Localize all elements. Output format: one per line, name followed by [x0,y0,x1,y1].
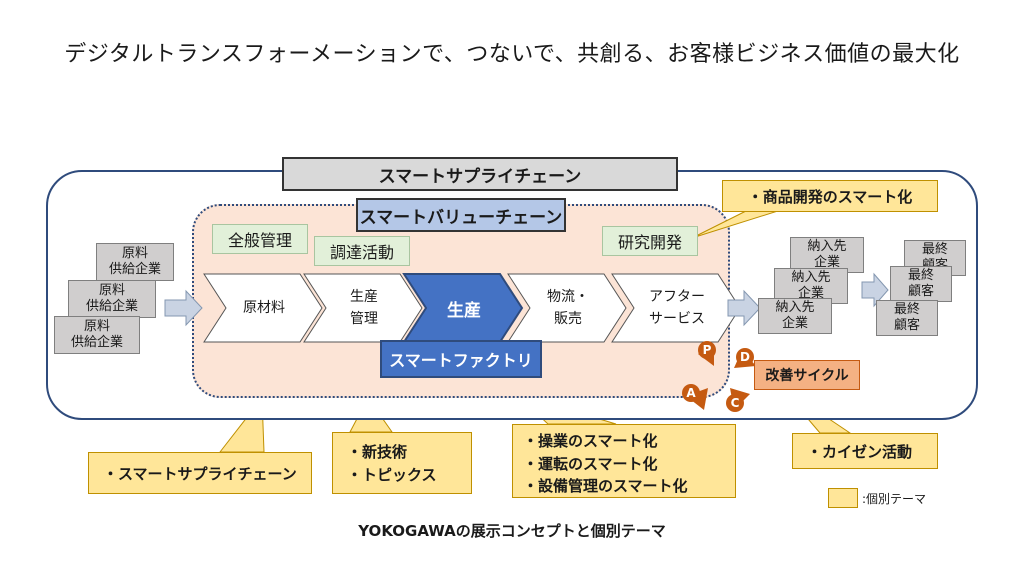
supplier-to-process-arrow [164,289,203,327]
process-step-chevron [507,273,627,343]
pdca-letter-p: P [698,341,716,359]
supply-chain-theme-note: ・スマートサプライチェーン [88,452,312,494]
kaizen-theme-note: ・カイゼン活動 [792,433,938,469]
delivery-company-box: 納入先企業 [790,237,864,273]
step-production: 生産 [447,300,481,321]
delivery-company-box: 納入先企業 [758,298,832,334]
smart-factory-theme-note: ・操業のスマート化 ・運転のスマート化 ・設備管理のスマート化 [512,424,736,498]
step-raw-material: 原材料 [243,299,285,316]
end-customer-box: 最終顧客 [876,300,938,336]
page-title: デジタルトランスフォーメーションで、つないで、共創る、お客様ビジネス価値の最大化 [64,42,960,67]
step-after-service: アフターサービス [649,288,705,327]
caption: YOKOGAWAの展示コンセプトと個別テーマ [358,522,666,540]
smart-value-chain-banner: スマートバリューチェーン [356,198,566,232]
step-production-management: 生産管理 [350,288,378,327]
procurement-box: 調達活動 [314,236,410,266]
supplier-box: 原料供給企業 [54,316,140,354]
pdca-letter-c: C [726,394,744,412]
pdca-letter-a: A [682,384,700,402]
rnd-box: 研究開発 [602,226,698,256]
product-dev-theme-note: ・商品開発のスマート化 [722,180,938,212]
process-step-chevron [611,273,741,343]
pdca-cycle [686,344,756,410]
legend-label: :個別テーマ [862,492,927,506]
delivery-to-customer-arrow [861,272,889,308]
supplier-box: 原料供給企業 [68,280,156,318]
process-step-chevron [203,273,323,343]
step-logistics-sales: 物流・販売 [547,288,589,327]
pdca-letter-d: D [736,348,754,366]
improvement-cycle-label: 改善サイクル [754,360,860,390]
legend-swatch [828,488,858,508]
end-customer-box: 最終顧客 [890,266,952,302]
smart-supply-chain-banner: スマートサプライチェーン [282,157,678,191]
smart-factory-banner: スマートファクトリ [380,340,542,378]
general-management-box: 全般管理 [212,224,308,254]
tech-topics-theme-note: ・新技術 ・トピックス [332,432,472,494]
process-to-delivery-arrow [727,289,761,327]
